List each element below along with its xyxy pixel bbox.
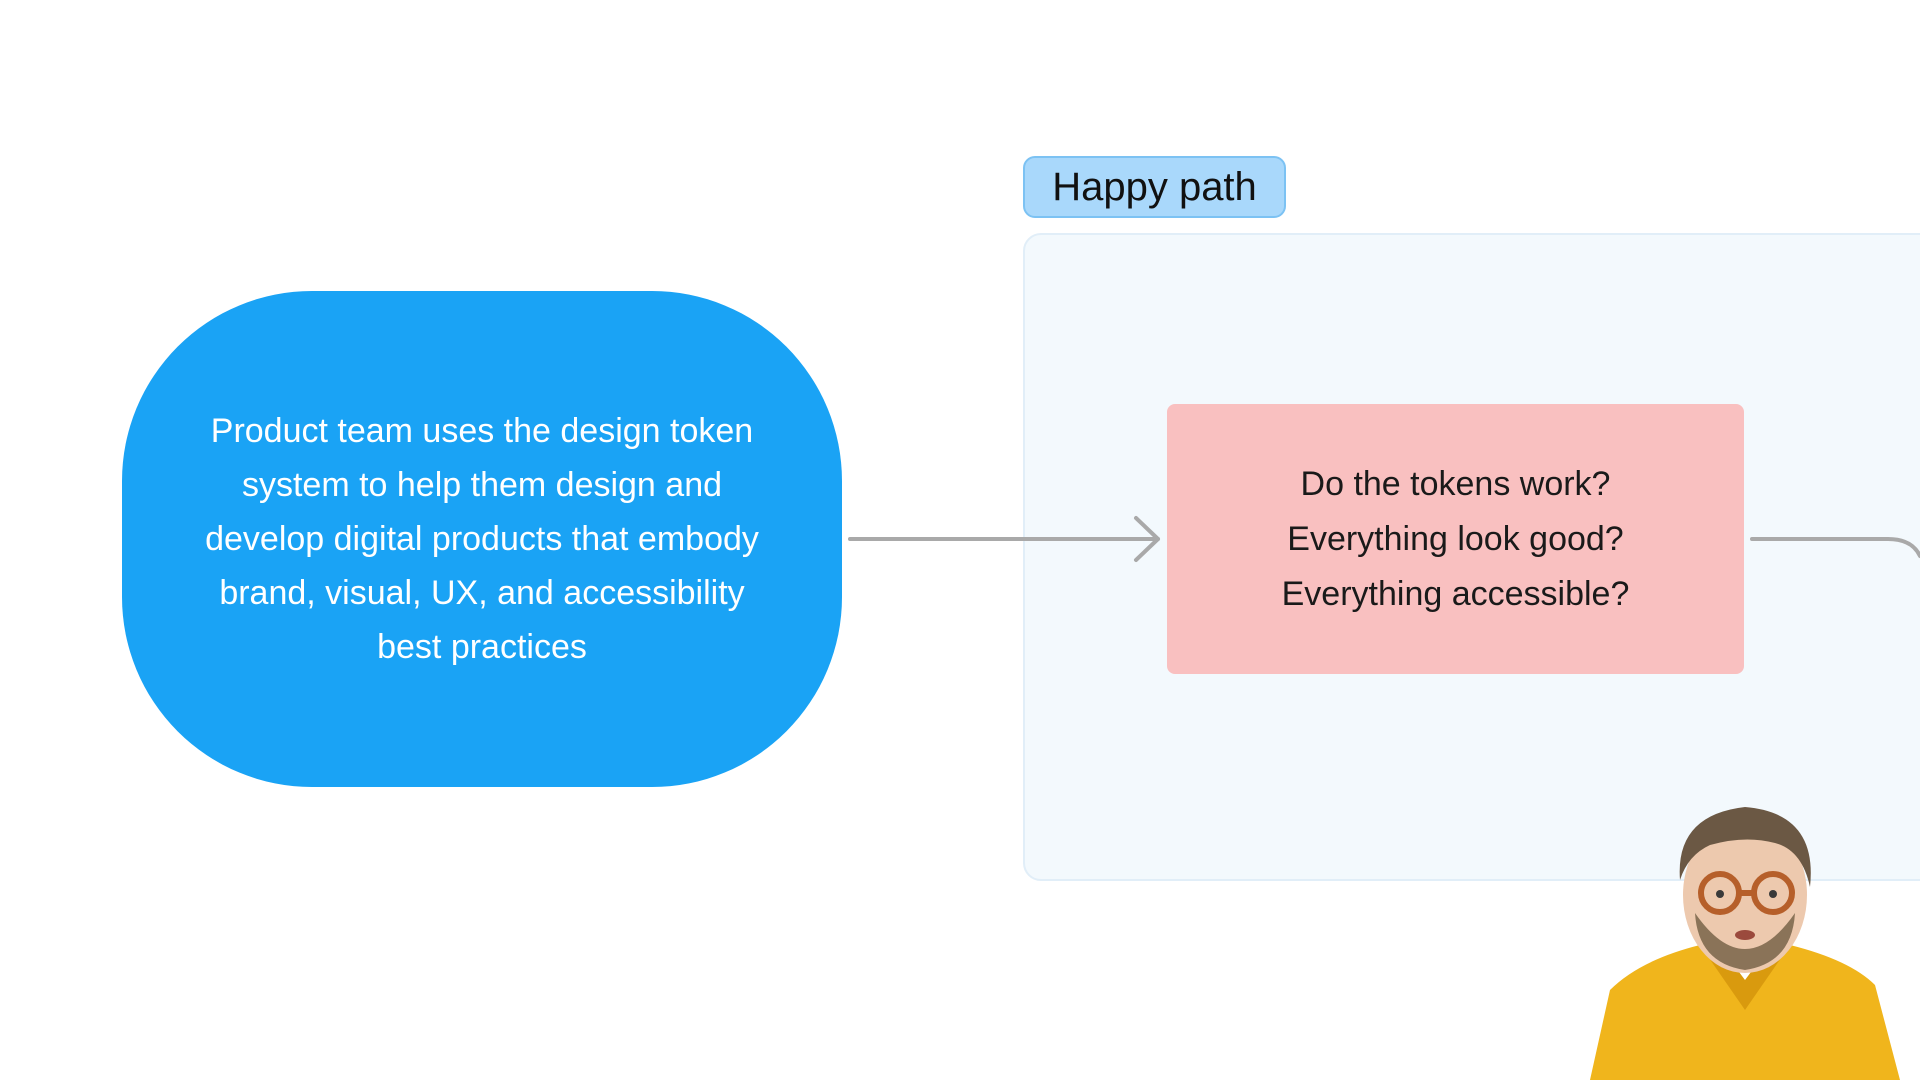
happy-path-section-label[interactable]: Happy path [1023, 156, 1286, 218]
decision-line-2: Everything look good? [1287, 519, 1624, 558]
decision-line-3: Everything accessible? [1281, 574, 1630, 613]
arrowhead-icon [1134, 516, 1160, 562]
start-node[interactable]: Product team uses the design token syste… [122, 291, 842, 787]
presenter-icon [1590, 807, 1900, 1080]
start-node-text: Product team uses the design token syste… [205, 412, 759, 666]
decision-node[interactable]: Do the tokens work? Everything look good… [1167, 404, 1744, 674]
presenter-webcam [1570, 795, 1920, 1080]
connector-decision-to-offscreen [1750, 537, 1920, 558]
decision-line-1: Do the tokens work? [1300, 464, 1611, 503]
